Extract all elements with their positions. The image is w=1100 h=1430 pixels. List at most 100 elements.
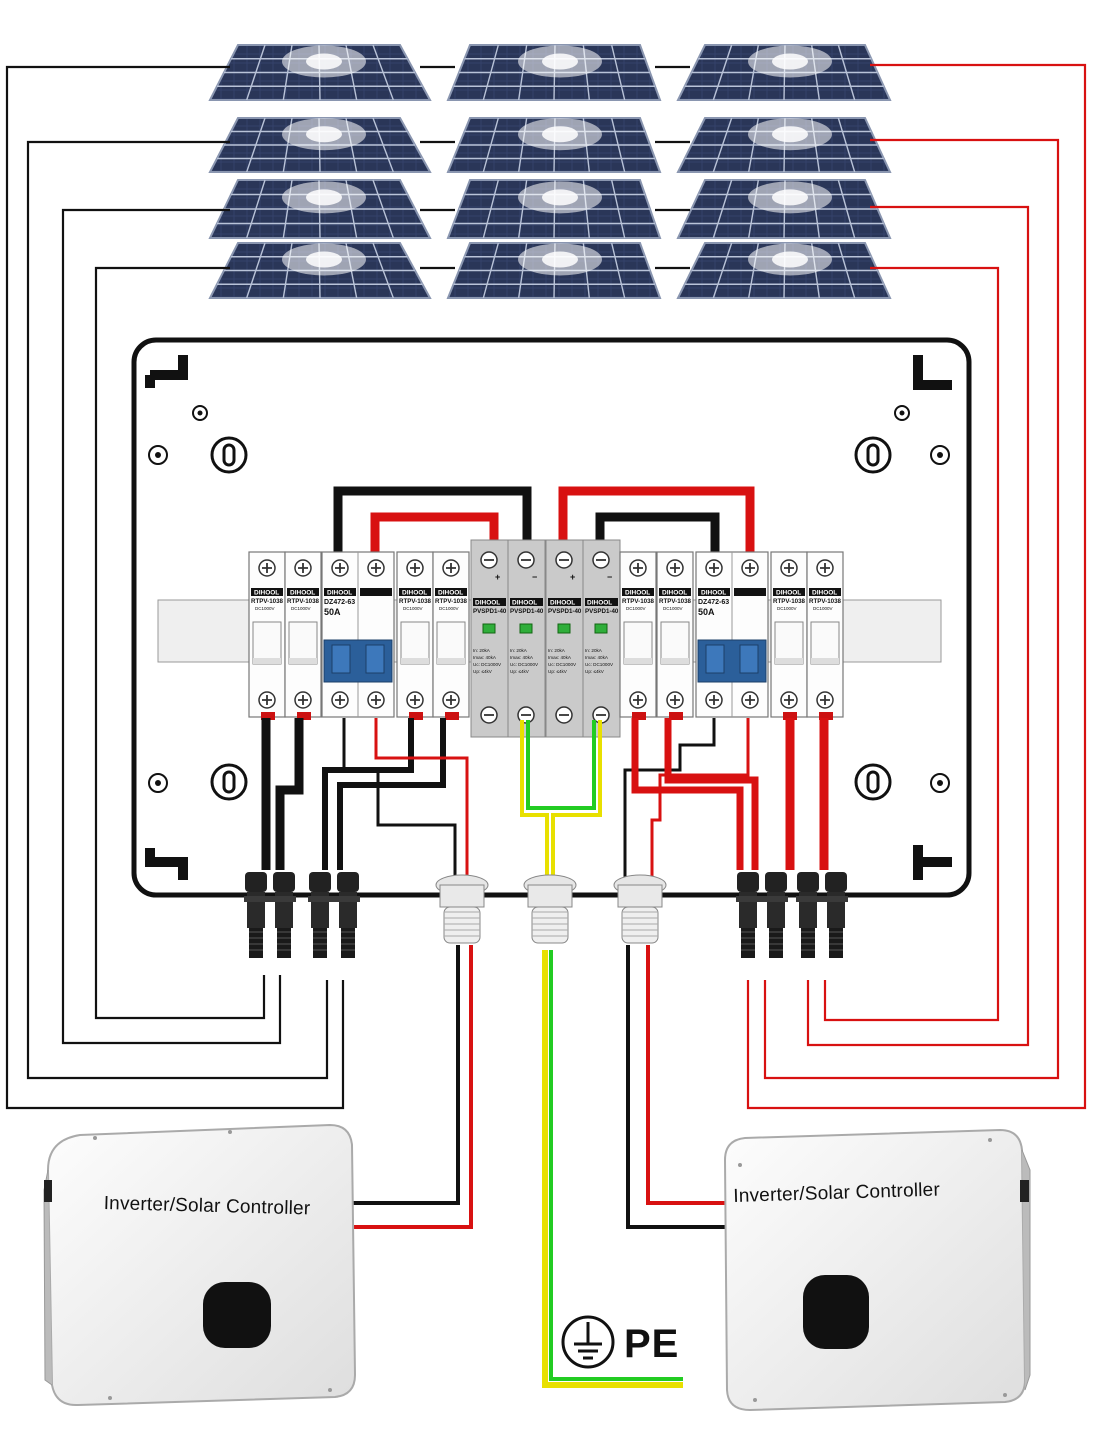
string-3-positive-wire	[806, 205, 1030, 1047]
svg-text:In: 20kA: In: 20kA	[585, 648, 603, 653]
svg-text:DIHOOL: DIHOOL	[290, 590, 315, 597]
solar-panel	[208, 179, 432, 239]
mc4-connector-4	[796, 872, 848, 958]
svg-text:DIHOOL: DIHOOL	[587, 600, 612, 607]
din-rail-modules: DIHOOLRTPV-1038DC1000VDIHOOLRTPV-1038DC1…	[248, 539, 844, 738]
svg-text:50A: 50A	[324, 607, 341, 617]
solar-panel	[676, 44, 892, 101]
left-inverter-positive-wire	[353, 945, 473, 1229]
svg-text:DIHOOL: DIHOOL	[512, 600, 537, 607]
solar-panel	[676, 179, 892, 239]
internal-lower-wiring	[261, 718, 829, 880]
svg-text:RTPV-1038: RTPV-1038	[435, 598, 468, 605]
svg-text:Up: ≤4kV: Up: ≤4kV	[510, 669, 530, 674]
cable-entries	[244, 872, 848, 958]
svg-text:DC1000V: DC1000V	[255, 606, 275, 611]
string-wiring	[5, 63, 1087, 1110]
string-4-positive-wire	[823, 266, 1000, 1022]
earth-wire-green	[549, 950, 683, 1381]
string-1-positive-wire	[746, 63, 1087, 1110]
string-2-negative-wire	[26, 140, 329, 1080]
mc4-connector-3	[736, 872, 788, 958]
svg-text:In: 20kA: In: 20kA	[548, 648, 566, 653]
svg-text:DC1000V: DC1000V	[663, 606, 683, 611]
svg-text:DC1000V: DC1000V	[403, 606, 423, 611]
svg-text:Imax: 40kA: Imax: 40kA	[585, 655, 609, 660]
cable-gland-right	[613, 874, 667, 944]
svg-text:Uc: DC1000V: Uc: DC1000V	[473, 662, 502, 667]
solar-panel-array	[208, 44, 892, 299]
svg-text:RTPV-1038: RTPV-1038	[251, 598, 284, 605]
svg-text:DC1000V: DC1000V	[777, 606, 797, 611]
right-inverter-negative-wire	[626, 945, 725, 1229]
cable-gland-left	[435, 874, 489, 944]
svg-text:DC1000V: DC1000V	[291, 606, 311, 611]
svg-text:RTPV-1038: RTPV-1038	[809, 598, 842, 605]
svg-text:Uc: DC1000V: Uc: DC1000V	[585, 662, 614, 667]
solar-panel	[676, 242, 892, 299]
svg-text:DZ472-63: DZ472-63	[324, 599, 355, 606]
svg-text:DIHOOL: DIHOOL	[475, 600, 500, 607]
svg-text:DC1000V: DC1000V	[813, 606, 833, 611]
solar-panel	[446, 242, 662, 299]
svg-text:Imax: 40kA: Imax: 40kA	[473, 655, 497, 660]
right-inverter	[723, 1128, 1031, 1412]
left-inverter	[43, 1123, 357, 1407]
svg-text:−: −	[607, 572, 612, 582]
cable-gland-earth	[523, 874, 577, 944]
right-inverter-positive-wire	[646, 945, 725, 1205]
string-2-positive-wire	[763, 138, 1060, 1080]
svg-text:Imax: 40kA: Imax: 40kA	[510, 655, 534, 660]
mc4-connector-2	[308, 872, 360, 958]
right-inverter-display	[803, 1275, 869, 1349]
left-inverter-display	[203, 1282, 271, 1348]
svg-text:RTPV-1038: RTPV-1038	[659, 598, 692, 605]
svg-text:DIHOOL: DIHOOL	[776, 590, 801, 597]
svg-text:+: +	[570, 572, 575, 582]
svg-text:−: −	[532, 572, 537, 582]
solar-panel	[208, 117, 432, 173]
mc4-connector-1	[244, 872, 296, 958]
svg-text:RTPV-1038: RTPV-1038	[773, 598, 806, 605]
svg-text:DIHOOL: DIHOOL	[625, 590, 650, 597]
svg-text:In: 20kA: In: 20kA	[510, 648, 528, 653]
svg-text:PVSPD1-40: PVSPD1-40	[585, 608, 619, 615]
svg-text:DIHOOL: DIHOOL	[550, 600, 575, 607]
solar-panel	[446, 44, 662, 101]
string-3-negative-wire	[61, 208, 282, 1045]
svg-text:PVSPD1-40: PVSPD1-40	[548, 608, 582, 615]
inverter-output-wiring	[353, 945, 725, 1388]
svg-text:Uc: DC1000V: Uc: DC1000V	[510, 662, 539, 667]
svg-text:Up: ≤4kV: Up: ≤4kV	[585, 669, 605, 674]
svg-text:DIHOOL: DIHOOL	[662, 590, 687, 597]
svg-text:Imax: 40kA: Imax: 40kA	[548, 655, 572, 660]
svg-text:RTPV-1038: RTPV-1038	[287, 598, 320, 605]
solar-panel	[208, 44, 432, 101]
left-inverter-negative-wire	[353, 945, 460, 1205]
svg-text:DIHOOL: DIHOOL	[438, 590, 463, 597]
earth-wire-yellow	[542, 950, 683, 1388]
svg-text:Uc: DC1000V: Uc: DC1000V	[548, 662, 577, 667]
solar-panel	[208, 242, 432, 299]
svg-text:DIHOOL: DIHOOL	[327, 590, 352, 597]
svg-text:DIHOOL: DIHOOL	[812, 590, 837, 597]
string-1-negative-wire	[5, 65, 345, 1110]
svg-text:PVSPD1-40: PVSPD1-40	[473, 608, 507, 615]
internal-bus-wiring	[333, 486, 755, 555]
svg-text:DIHOOL: DIHOOL	[402, 590, 427, 597]
